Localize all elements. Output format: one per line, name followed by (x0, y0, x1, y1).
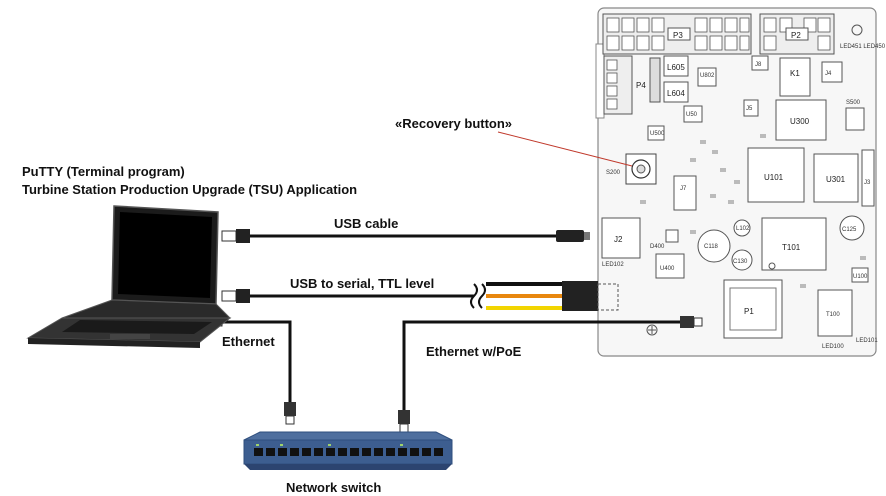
recovery-button-component: S200 (606, 153, 657, 185)
led100-label: LED100 (822, 344, 844, 350)
j5-label: J5 (746, 106, 753, 112)
p4-label: P4 (636, 81, 646, 90)
ethernet-cable (207, 315, 296, 425)
u50-label: U50 (686, 112, 698, 118)
led101-label: LED101 (856, 338, 878, 344)
p1-label: P1 (744, 307, 754, 316)
ethernet-poe-cable (398, 316, 703, 433)
connector-p4: P4 (603, 55, 661, 115)
app-label-line2: Turbine Station Production Upgrade (TSU)… (22, 182, 357, 197)
u300-label: U300 (790, 117, 810, 126)
connector-p2: P2 (759, 13, 835, 55)
t100-label: T100 (826, 312, 840, 318)
network-switch-label: Network switch (286, 480, 381, 495)
usb-cable (221, 229, 590, 243)
led102-label: LED102 (602, 262, 624, 268)
pcb-board: P3 P2 LED451 LED450 P4 L60 (595, 7, 886, 357)
p3-label: P3 (673, 31, 683, 40)
network-switch-icon (243, 431, 453, 470)
j2-label: J2 (614, 235, 623, 244)
led451-label: LED451 LED450 (840, 44, 886, 50)
j8-label: J8 (755, 62, 762, 68)
l604-label: L604 (667, 89, 685, 98)
k1-label: K1 (790, 69, 800, 78)
t101-label: T101 (782, 243, 801, 252)
ethernet-label: Ethernet (222, 334, 275, 349)
usb-serial-label: USB to serial, TTL level (290, 276, 434, 291)
usb-serial-cable (221, 281, 619, 311)
u100-label: U100 (853, 274, 868, 280)
p2-label: P2 (791, 31, 801, 40)
u301-label: U301 (826, 175, 846, 184)
usb-cable-label: USB cable (334, 216, 398, 231)
recovery-button-label: «Recovery button» (395, 116, 512, 131)
u400-label: U400 (660, 266, 675, 272)
l102-label: L102 (736, 226, 750, 232)
u500-label: U500 (650, 131, 665, 137)
u101-label: U101 (764, 173, 784, 182)
u802-label: U802 (700, 73, 715, 79)
ethernet-poe-label: Ethernet w/PoE (426, 344, 522, 359)
c130-label: C130 (733, 259, 748, 265)
s500-label: S500 (846, 100, 861, 106)
d400-label: D400 (650, 244, 665, 250)
connector-p3: P3 (602, 13, 752, 55)
app-label-line1: PuTTY (Terminal program) (22, 164, 185, 179)
j7-label: J7 (680, 186, 687, 192)
j3-label: J3 (864, 180, 871, 186)
s200-label: S200 (606, 170, 621, 176)
recovery-leader-line (497, 131, 633, 167)
j4-label: J4 (825, 71, 832, 77)
c125-label: C125 (842, 227, 857, 233)
l605-label: L605 (667, 63, 685, 72)
c118-label: C118 (704, 244, 719, 250)
laptop-icon (26, 205, 232, 348)
